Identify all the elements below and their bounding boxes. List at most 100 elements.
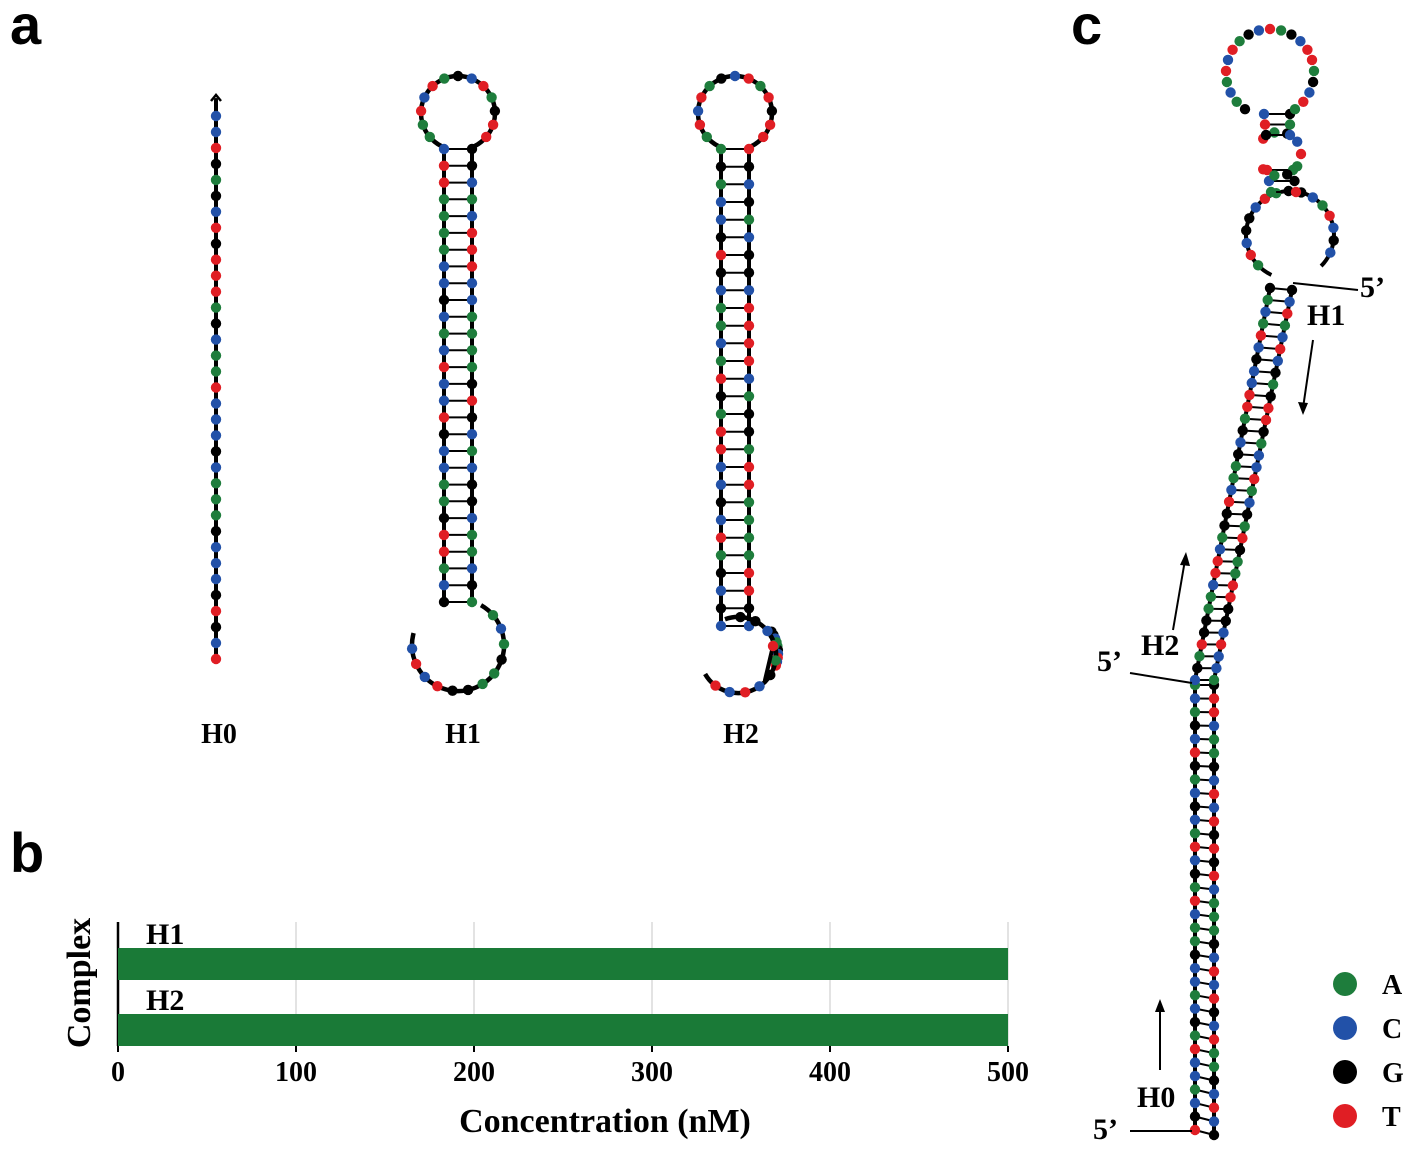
nucleotide-a xyxy=(466,194,478,205)
nucleotide-c xyxy=(210,126,222,138)
nucleotide-t xyxy=(466,261,478,272)
nucleotide-c xyxy=(210,637,222,649)
nucleotide-a xyxy=(715,143,727,155)
nucleotide-c xyxy=(1208,884,1220,895)
nucleotide-t xyxy=(694,119,706,130)
h2-complex-label: H2 xyxy=(1141,629,1179,662)
nucleotide-t xyxy=(210,222,222,233)
x-tick-label: 200 xyxy=(453,1057,495,1088)
h1-5prime-label: 5’ xyxy=(1360,271,1385,304)
nucleotide-g xyxy=(489,105,501,117)
bar-h1 xyxy=(118,948,1008,980)
nucleotide-t xyxy=(743,567,755,579)
nucleotide-a xyxy=(1228,472,1239,484)
nucleotide-c xyxy=(1208,579,1219,591)
nucleotide-g xyxy=(1208,761,1220,772)
nucleotide-c xyxy=(1189,733,1201,745)
nucleotide-t xyxy=(478,80,489,92)
nucleotide-g xyxy=(715,391,727,402)
nucleotide-t xyxy=(743,585,755,596)
nucleotide-t xyxy=(1227,580,1239,591)
nucleotide-a xyxy=(1194,651,1205,662)
nucleotide-c xyxy=(1277,332,1288,343)
nucleotide-c xyxy=(1189,909,1201,920)
nucleotide-g xyxy=(210,446,222,457)
nucleotide-t xyxy=(743,479,755,490)
nucleotide-t xyxy=(1302,44,1313,55)
nucleotide-g xyxy=(466,143,478,155)
nucleotide-a xyxy=(438,210,450,222)
nucleotide-a xyxy=(438,227,450,239)
nucleotide-a xyxy=(1265,186,1277,198)
nucleotide-g xyxy=(1328,235,1339,246)
nucleotide-t xyxy=(1282,308,1293,319)
nucleotide-a xyxy=(424,131,435,143)
nucleotide-g xyxy=(1264,282,1276,294)
nucleotide-a xyxy=(701,131,712,143)
nucleotide-a xyxy=(1205,591,1217,602)
nucleotide-a xyxy=(438,194,450,205)
nucleotide-g xyxy=(715,267,727,278)
nucleotide-c xyxy=(715,214,727,225)
nucleotide-c xyxy=(1214,544,1226,555)
nucleotide-t xyxy=(415,105,427,117)
nucleotide-g xyxy=(462,684,474,696)
base-legend: A C G T xyxy=(1333,970,1404,1133)
nucleotide-t xyxy=(481,131,492,143)
nucleotide-a xyxy=(417,119,429,130)
nucleotide-a xyxy=(1221,76,1233,88)
nucleotide-c xyxy=(1189,1070,1201,1082)
nucleotide-a xyxy=(466,529,478,541)
x-tick-label: 300 xyxy=(631,1057,673,1088)
nucleotide-c xyxy=(1189,1057,1201,1068)
nucleotide-c xyxy=(1189,855,1201,866)
nucleotide-a xyxy=(210,510,222,521)
nucleotide-a xyxy=(1208,734,1220,745)
h2-tail-backbone xyxy=(763,644,775,682)
nucleotide-a xyxy=(715,179,727,190)
nucleotide-g xyxy=(466,160,478,171)
nucleotide-g xyxy=(1289,175,1300,187)
nucleotide-a xyxy=(210,478,222,489)
nucleotide-a xyxy=(715,550,727,561)
nucleotide-a xyxy=(1292,161,1303,172)
nucleotide-t xyxy=(466,227,478,239)
nucleotide-a xyxy=(210,302,222,313)
nucleotide-a xyxy=(466,328,478,339)
nucleotide-t xyxy=(710,680,721,691)
nucleotide-c xyxy=(438,378,450,390)
nucleotide-a xyxy=(1208,1061,1220,1073)
h0-h1-h2-complex xyxy=(1189,23,1339,1141)
nucleotide-c xyxy=(466,512,478,524)
nucleotide-c xyxy=(1258,108,1270,120)
nucleotide-g xyxy=(743,161,755,172)
nucleotide-g xyxy=(1189,801,1201,812)
nucleotide-t xyxy=(438,546,450,557)
nucleotide-g xyxy=(1208,938,1220,950)
nucleotide-c xyxy=(1250,202,1261,213)
nucleotide-c xyxy=(466,429,478,440)
nucleotide-a xyxy=(743,214,755,225)
nucleotide-g xyxy=(1189,720,1201,731)
nucleotide-c xyxy=(466,210,478,222)
h0-arrowhead xyxy=(1155,999,1165,1012)
nucleotide-g xyxy=(715,161,727,172)
nucleotide-a xyxy=(770,655,781,666)
nucleotide-a xyxy=(466,596,478,608)
nucleotide-t xyxy=(715,249,727,261)
nucleotide-g xyxy=(496,654,507,665)
nucleotide-g xyxy=(1258,426,1269,437)
nucleotide-g xyxy=(1286,29,1297,40)
nucleotide-t xyxy=(1212,556,1223,567)
nucleotide-a xyxy=(743,444,755,455)
nucleotide-c xyxy=(466,73,477,84)
nucleotide-t xyxy=(210,382,222,393)
nucleotide-g xyxy=(1189,949,1201,960)
nucleotide-a xyxy=(1189,922,1201,933)
nucleotide-t xyxy=(1208,788,1220,800)
nucleotide-t xyxy=(1208,1102,1220,1113)
nucleotide-a xyxy=(743,514,755,526)
nucleotide-t xyxy=(1208,816,1220,827)
nucleotide-g xyxy=(1286,284,1298,296)
nucleotide-t xyxy=(1260,414,1272,426)
